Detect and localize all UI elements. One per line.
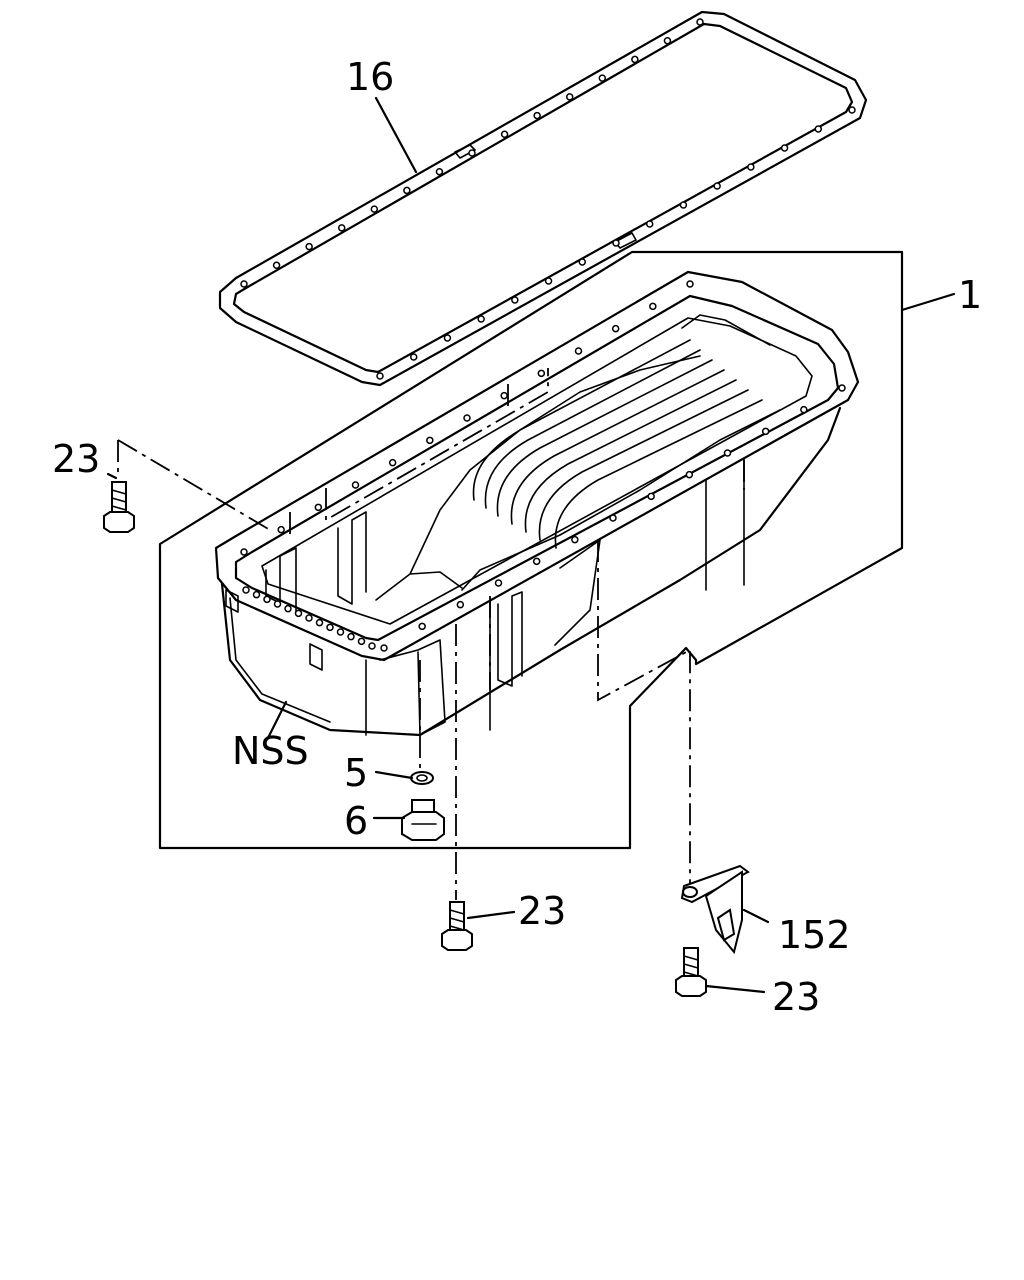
oil-pan-gasket [218, 10, 868, 387]
bolt-hole [565, 93, 574, 101]
bolt-hole [326, 623, 334, 632]
bolt-hole [611, 324, 620, 333]
bolt-hole [544, 277, 553, 285]
bolt-hole [426, 436, 434, 445]
bolt-hole [347, 632, 355, 641]
bolt-hole [500, 130, 509, 139]
bolt-hole [370, 205, 379, 213]
bolt-hole [409, 353, 418, 361]
bolt-hole [252, 590, 261, 599]
bolt-hole [780, 144, 789, 152]
bolt-hole [814, 125, 823, 133]
callout-oil-pan-assembly: 1 [958, 273, 982, 317]
bolt-hole [263, 595, 271, 604]
callout-washer: 5 [344, 751, 368, 795]
bolt-hole [848, 106, 856, 114]
bolt-hole [273, 600, 282, 608]
bolt-upper-left [103, 481, 135, 533]
drain-plug [401, 799, 445, 841]
bolt-hole [240, 548, 248, 556]
bolt-hole [315, 618, 324, 627]
bolt-hole [761, 427, 770, 436]
bolt-hole [574, 347, 583, 355]
bolt-hole [800, 405, 808, 414]
bolt-hole [305, 614, 313, 622]
callout-oil-pan-nss: NSS [232, 729, 309, 773]
bolt-hole [403, 186, 411, 195]
bolt-hole [679, 201, 688, 209]
callout-bolt-lower-right: 23 [772, 975, 820, 1019]
bolt-hole [500, 391, 508, 400]
oil-pan [214, 270, 860, 737]
bolt-center [441, 901, 473, 951]
bolt-hole [284, 604, 292, 613]
bolt-hole [388, 458, 397, 467]
bolt-hole [456, 600, 465, 609]
bolt-hole [314, 503, 323, 512]
bolt-hole [336, 628, 345, 636]
bolt-hole [612, 239, 620, 247]
leader-lines [106, 96, 770, 994]
callout-bolt-upper-left: 23 [52, 437, 100, 481]
bolt-hole [418, 622, 426, 631]
bolt-hole [240, 280, 248, 288]
bolt-hole [713, 182, 721, 190]
bolt-hole [696, 18, 704, 26]
bolt-hole [511, 296, 519, 304]
bolt-hole [645, 220, 654, 228]
bolt-hole [357, 637, 366, 646]
bolt-hole [838, 384, 846, 392]
bolt-hole [631, 55, 639, 64]
callout-gasket: 16 [346, 55, 394, 99]
bolt-hole [598, 74, 607, 82]
bolt-hole [494, 579, 503, 587]
bolt-hole [351, 481, 360, 489]
bolt-hole [685, 470, 694, 479]
bolt-hole [747, 163, 755, 171]
bolt-hole [376, 372, 384, 380]
bolt-lower-right [675, 947, 707, 997]
bolt-hole [578, 258, 587, 266]
bolt-hole [571, 535, 579, 544]
callout-bracket: 152 [778, 913, 851, 957]
washer [410, 771, 434, 785]
bolt-hole [294, 609, 303, 618]
bolt-hole [723, 449, 732, 457]
bolt-hole [663, 36, 672, 45]
bolt-hole [647, 492, 655, 501]
callout-drain-plug: 6 [344, 799, 368, 843]
bolt-hole [609, 514, 617, 522]
assembly-outline [158, 250, 956, 850]
bolt-hole [468, 149, 476, 157]
callout-bolt-center: 23 [518, 889, 566, 933]
bolt-hole [272, 261, 281, 270]
bolt-hole [537, 369, 546, 378]
bolt-hole [443, 334, 452, 342]
bracket [680, 864, 750, 955]
bolt-hole [649, 302, 657, 311]
callout-labels: 16 1 23 NSS 5 6 23 152 23 [52, 55, 982, 1019]
bolt-hole [368, 642, 376, 650]
bolt-hole [477, 315, 485, 323]
bolt-hole [532, 557, 541, 566]
alignment-lines [117, 368, 745, 900]
bolt-hole [463, 414, 471, 422]
bolt-hole [686, 280, 694, 288]
bolt-hole [305, 242, 313, 251]
bolt-hole [533, 111, 541, 120]
bolt-hole [337, 224, 346, 232]
bolt-hole [277, 525, 285, 534]
bolt-hole [242, 586, 250, 594]
bolt-hole [380, 644, 388, 652]
bolt-hole [435, 167, 444, 176]
